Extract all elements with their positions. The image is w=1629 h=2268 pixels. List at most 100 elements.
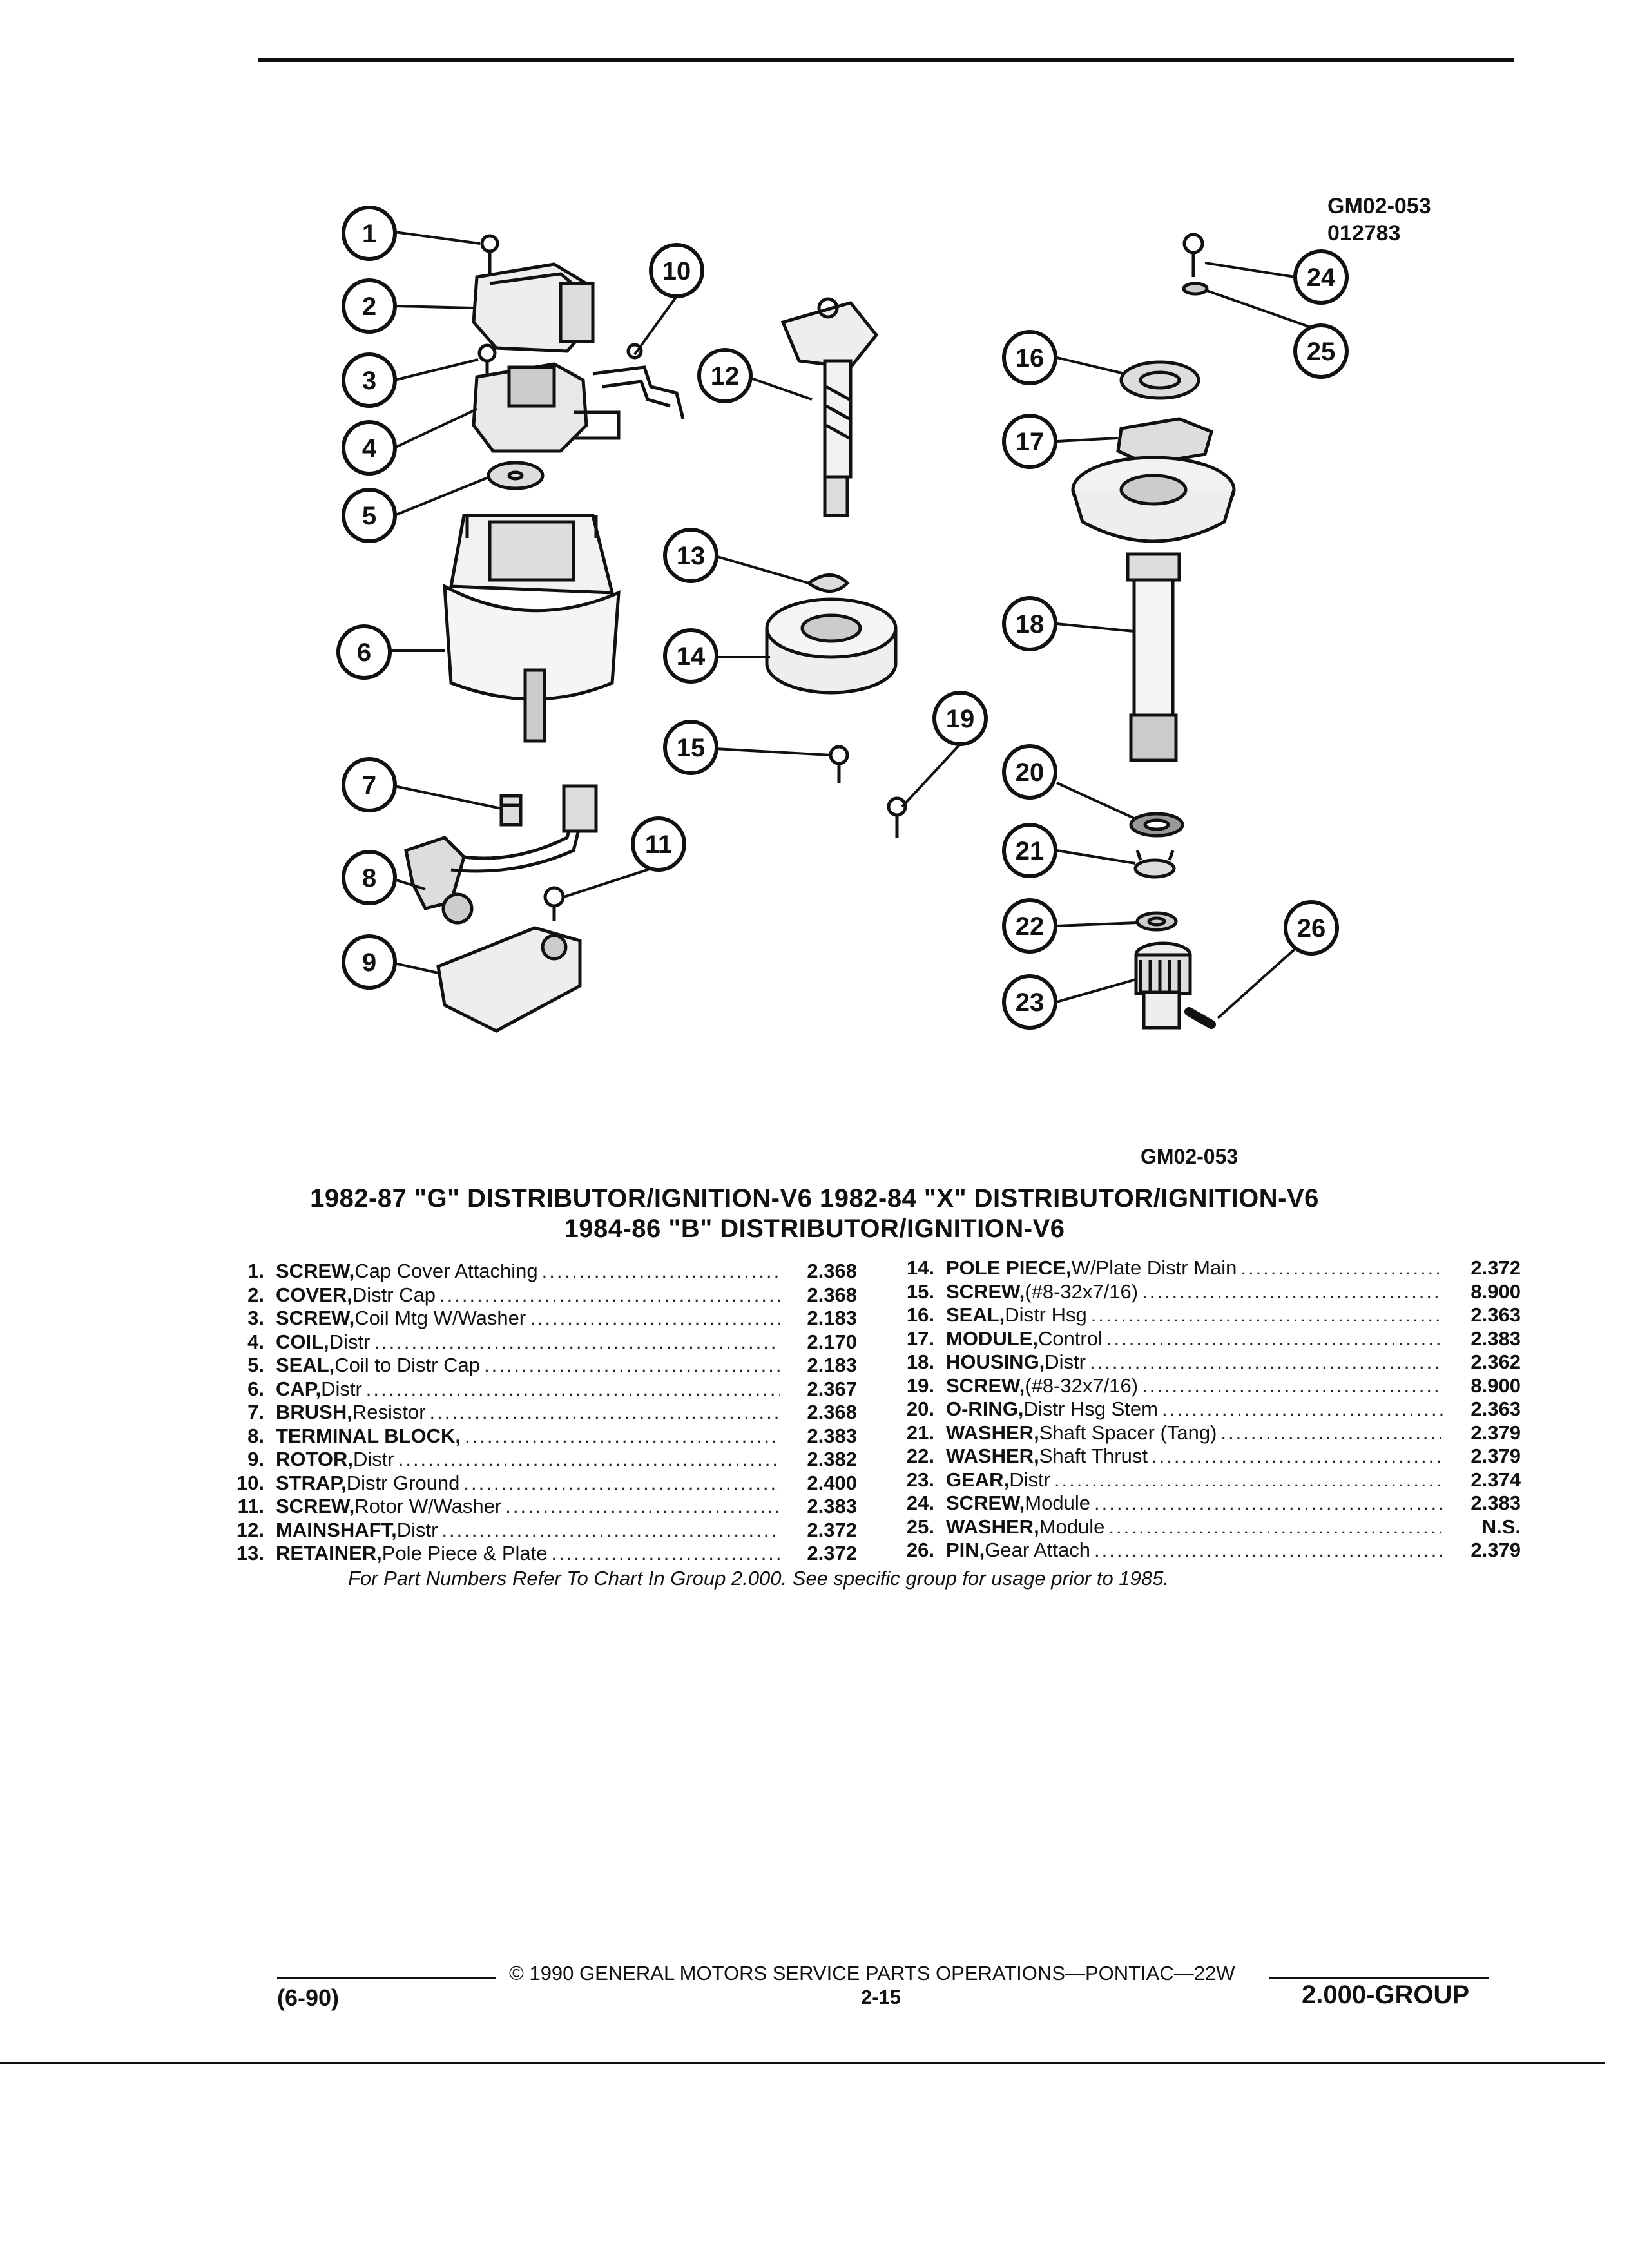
part-4-coil-drawing — [472, 362, 621, 453]
footer-group: 2.000-GROUP — [1302, 1981, 1470, 2009]
page-title-line-1: 1982-87 "G" DISTRIBUTOR/IGNITION-V6 1982… — [310, 1184, 1319, 1213]
callout-19-label: 19 — [946, 705, 975, 733]
callout-10-label: 10 — [662, 257, 691, 285]
footer-copyright: © 1990 GENERAL MOTORS SERVICE PARTS OPER… — [509, 1962, 1235, 1984]
list-item: 15.SCREW, (#8-32x7/16)..................… — [906, 1280, 1521, 1303]
list-item: 9.ROTOR, Distr..........................… — [247, 1448, 857, 1470]
list-item: 23.GEAR, Distr..........................… — [906, 1468, 1521, 1491]
parts-list-left: 1.SCREW, Cap Cover Attaching............… — [193, 1260, 857, 1566]
footer-date: (6-90) — [277, 1984, 340, 2011]
callout-16-label: 16 — [1016, 344, 1045, 372]
part-2-distr-cap-cover-drawing — [472, 262, 595, 353]
list-item: 14.POLE PIECE, W/Plate Distr Main.......… — [906, 1256, 1521, 1279]
callout-1-label: 1 — [362, 220, 376, 248]
callout-17: 17 — [1002, 414, 1057, 469]
part-11-rotor-screw-drawing — [543, 886, 565, 921]
callout-23-label: 23 — [1016, 988, 1045, 1017]
part-23-gear-drawing — [1134, 941, 1192, 1030]
bottom-rule — [0, 2062, 1605, 2064]
figure-code-top: GM02-053 — [1327, 194, 1431, 218]
part-1-cap-cover-screw-drawing — [480, 234, 499, 274]
callout-4: 4 — [342, 420, 397, 476]
callout-23: 23 — [1002, 974, 1057, 1030]
callout-20: 20 — [1002, 744, 1057, 800]
callout-12: 12 — [697, 348, 753, 403]
part-9-rotor-drawing — [436, 926, 582, 1033]
list-item: 12.MAINSHAFT, Distr.....................… — [236, 1518, 857, 1541]
parts-list-right: 14.POLE PIECE, W/Plate Distr Main.......… — [863, 1256, 1521, 1562]
list-item: 7.BRUSH, Resistor.......................… — [247, 1401, 857, 1423]
list-item: 2.COVER, Distr Cap......................… — [247, 1283, 857, 1306]
callout-24: 24 — [1293, 249, 1349, 305]
callout-8-label: 8 — [362, 864, 376, 892]
callout-7-label: 7 — [362, 771, 376, 800]
part-15-screw-drawing — [829, 745, 849, 783]
footer-rule-right — [1269, 1977, 1489, 1979]
part-21-spacer-washer-drawing — [1133, 850, 1176, 879]
callout-11-label: 11 — [645, 831, 672, 859]
part-6-distr-cap-drawing — [443, 514, 621, 743]
list-item: 26.PIN, Gear Attach.....................… — [906, 1539, 1521, 1561]
part-10-strap-drawing — [592, 343, 685, 419]
callout-26: 26 — [1284, 900, 1339, 956]
list-item: 1.SCREW, Cap Cover Attaching............… — [247, 1260, 857, 1282]
figure-code-bottom: GM02-053 — [1141, 1145, 1239, 1168]
part-26-pin-drawing — [1184, 1007, 1216, 1029]
list-item: 20.O-RING, Distr Hsg Stem...............… — [906, 1398, 1521, 1420]
callout-20-label: 20 — [1016, 758, 1045, 787]
list-item: 4.COIL, Distr...........................… — [247, 1330, 857, 1353]
list-item: 16.SEAL, Distr Hsg......................… — [906, 1303, 1521, 1326]
callout-4-label: 4 — [362, 434, 377, 463]
callout-2: 2 — [342, 278, 397, 334]
callout-17-label: 17 — [1016, 428, 1045, 456]
callout-3-label: 3 — [362, 367, 376, 395]
part-20-o-ring-drawing — [1129, 812, 1184, 838]
part-5-seal-drawing — [487, 461, 545, 490]
callout-21: 21 — [1002, 823, 1057, 878]
part-14-pole-piece-drawing — [765, 597, 898, 695]
footer-page-number: 2-15 — [861, 1986, 901, 2008]
part-12-mainshaft-drawing — [780, 297, 879, 517]
page-title-line-2: 1984-86 "B" DISTRIBUTOR/IGNITION-V6 — [564, 1215, 1065, 1243]
callout-13-label: 13 — [677, 542, 706, 570]
callout-22: 22 — [1002, 898, 1057, 954]
callout-1: 1 — [342, 206, 397, 261]
callout-16: 16 — [1002, 330, 1057, 385]
part-7-brush-drawing — [499, 794, 523, 827]
list-item: 11.SCREW, Rotor W/Washer................… — [237, 1495, 857, 1517]
figure-date: 012783 — [1327, 221, 1401, 245]
list-item: 8.TERMINAL BLOCK,.......................… — [247, 1424, 857, 1447]
callout-13: 13 — [663, 528, 718, 583]
list-item: 10.STRAP, Distr Ground..................… — [236, 1471, 857, 1494]
callout-6-label: 6 — [357, 639, 371, 667]
list-item: 21.WASHER, Shaft Spacer (Tang)..........… — [906, 1421, 1521, 1444]
callout-15: 15 — [663, 720, 718, 775]
callout-2-label: 2 — [362, 293, 376, 321]
callout-14-label: 14 — [677, 642, 706, 671]
callout-14: 14 — [663, 628, 718, 684]
list-item: 22.WASHER, Shaft Thrust.................… — [906, 1445, 1521, 1467]
callout-9-label: 9 — [362, 948, 376, 977]
list-item: 24.SCREW, Module........................… — [906, 1492, 1521, 1514]
top-rule — [258, 58, 1514, 62]
list-item: 18.HOUSING, Distr.......................… — [906, 1350, 1521, 1373]
callout-12-label: 12 — [711, 362, 740, 390]
callout-18: 18 — [1002, 596, 1057, 651]
callout-24-label: 24 — [1307, 264, 1336, 292]
distributor-exploded-diagram: 1 2 3 4 5 6 7 8 9 10 11 12 13 14 15 16 1… — [336, 206, 1349, 1033]
callout-11: 11 — [631, 816, 686, 872]
callout-22-label: 22 — [1016, 912, 1045, 941]
list-item: 5.SEAL, Coil to Distr Cap...............… — [247, 1354, 857, 1376]
callout-26-label: 26 — [1297, 914, 1326, 943]
part-17-module-drawing — [1116, 417, 1214, 466]
part-19-screw-drawing — [887, 796, 907, 838]
list-item: 6.CAP, Distr............................… — [247, 1377, 857, 1400]
part-13-retainer-drawing — [807, 573, 850, 593]
callout-3: 3 — [342, 352, 397, 408]
list-item: 19.SCREW, (#8-32x7/16)..................… — [906, 1374, 1521, 1397]
part-16-seal-drawing — [1119, 360, 1200, 400]
callout-6: 6 — [336, 624, 392, 680]
callout-19: 19 — [932, 691, 988, 746]
footer-rule-left — [277, 1977, 496, 1979]
callout-8: 8 — [342, 850, 397, 905]
